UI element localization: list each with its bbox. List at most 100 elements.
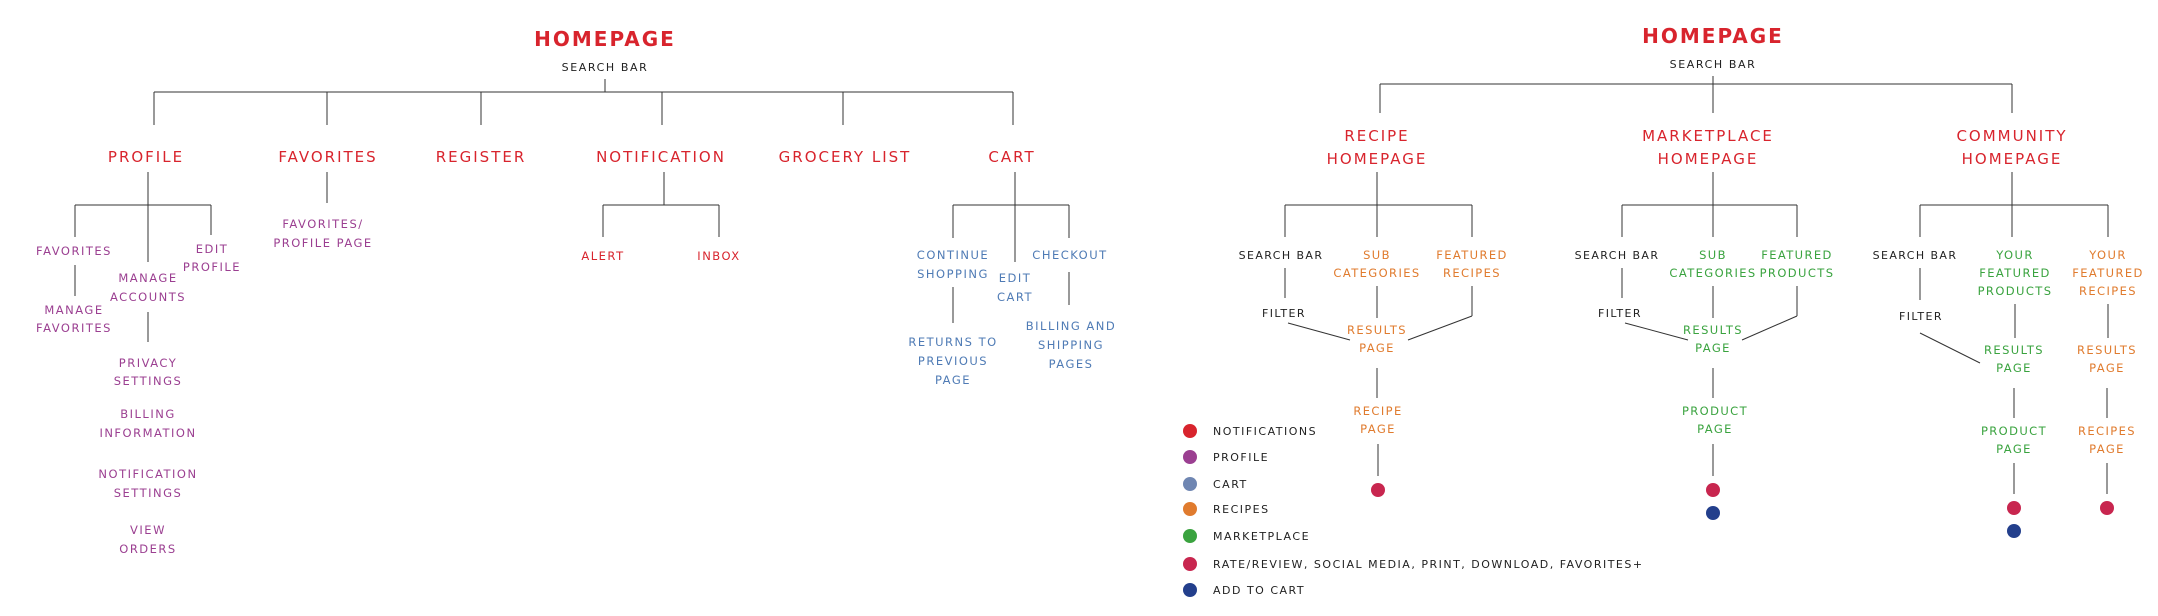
your-featured-products-line2: FEATURED (1979, 266, 2051, 280)
returns-line3: PAGE (935, 373, 971, 387)
recipe-homepage-subtree: RECIPE HOMEPAGE SEARCH BAR SUB CATEGORIE… (1239, 127, 1508, 497)
legend: NOTIFICATIONS PROFILE CART RECIPES MARKE… (1183, 424, 1644, 597)
marketplace-sub-categories-line2: CATEGORIES (1669, 266, 1756, 280)
cart-subtree: CONTINUE SHOPPING EDIT CART CHECKOUT RET… (908, 172, 1116, 387)
recipe-sub-categories-line2: CATEGORIES (1333, 266, 1420, 280)
branch-favorites: FAVORITES (278, 148, 377, 166)
left-subtitle: SEARCH BAR (562, 61, 649, 74)
profile-favorites: FAVORITES (36, 244, 112, 258)
legend-label-profile: PROFILE (1213, 451, 1269, 464)
checkout: CHECKOUT (1032, 248, 1107, 262)
billing-shipping-line3: PAGES (1049, 357, 1094, 371)
marketplace-search-bar: SEARCH BAR (1575, 249, 1660, 262)
community-product-add-to-cart-dot (2007, 524, 2021, 538)
community-results-b-line2: PAGE (2089, 361, 2125, 375)
marketplace-results-line1: RESULTS (1683, 323, 1743, 337)
community-product-page-line1: PRODUCT (1981, 424, 2047, 438)
billing-shipping-line1: BILLING AND (1026, 319, 1116, 333)
legend-dot-add-to-cart (1183, 583, 1197, 597)
alert: ALERT (581, 249, 624, 263)
branch-notification: NOTIFICATION (596, 148, 726, 166)
branch-profile: PROFILE (108, 148, 184, 166)
marketplace-filter: FILTER (1598, 307, 1642, 320)
community-recipes-rate-review-dot (2100, 501, 2114, 515)
marketplace-rate-review-dot (1706, 483, 1720, 497)
edit-profile-line2: PROFILE (183, 260, 241, 274)
community-recipes-page-line1: RECIPES (2078, 424, 2136, 438)
community-recipes-page-line2: PAGE (2089, 442, 2125, 456)
recipe-search-bar: SEARCH BAR (1239, 249, 1324, 262)
manage-favorites-line2: FAVORITES (36, 321, 112, 335)
left-main-connectors (153, 79, 1014, 125)
branch-cart: CART (988, 148, 1035, 166)
your-featured-products-line1: YOUR (1995, 248, 2033, 262)
community-results-b-line1: RESULTS (2077, 343, 2137, 357)
privacy-settings-line1: PRIVACY (119, 356, 177, 370)
manage-accounts-line1: MANAGE (118, 271, 177, 285)
legend-dot-profile (1183, 450, 1197, 464)
marketplace-homepage-subtree: MARKETPLACE HOMEPAGE SEARCH BAR SUB CATE… (1575, 127, 1835, 520)
featured-recipes-line1: FEATURED (1436, 248, 1508, 262)
notification-subtree: ALERT INBOX (581, 172, 740, 263)
legend-label-rate-review: RATE/REVIEW, SOCIAL MEDIA, PRINT, DOWNLO… (1213, 558, 1644, 571)
legend-dot-marketplace (1183, 529, 1197, 543)
product-page-line2: PAGE (1697, 422, 1733, 436)
billing-information-line1: BILLING (120, 407, 176, 421)
recipe-sub-categories-line1: SUB (1363, 248, 1391, 262)
featured-products-line2: PRODUCTS (1760, 266, 1835, 280)
edit-cart-line2: CART (997, 290, 1033, 304)
favorites-page-line2: PROFILE PAGE (273, 236, 372, 250)
legend-label-notifications: NOTIFICATIONS (1213, 425, 1317, 438)
notification-settings-line1: NOTIFICATION (98, 467, 197, 481)
recipe-results-line2: PAGE (1359, 341, 1395, 355)
left-sitemap: HOMEPAGE SEARCH BAR PROFILE FAVORITES RE… (36, 27, 1116, 556)
manage-favorites-line1: MANAGE (44, 303, 103, 317)
favorites-page-line1: FAVORITES/ (282, 217, 363, 231)
recipe-filter: FILTER (1262, 307, 1306, 320)
manage-accounts-line2: ACCOUNTS (110, 290, 186, 304)
branch-grocery-list: GROCERY LIST (779, 148, 912, 166)
legend-dot-cart (1183, 477, 1197, 491)
marketplace-homepage-line2: HOMEPAGE (1658, 150, 1759, 168)
view-orders-line1: VIEW (130, 523, 166, 537)
your-featured-recipes-line1: YOUR (2088, 248, 2126, 262)
favorites-subtree: FAVORITES/ PROFILE PAGE (273, 172, 372, 250)
community-product-rate-review-dot (2007, 501, 2021, 515)
notification-settings-line2: SETTINGS (114, 486, 183, 500)
right-title: HOMEPAGE (1642, 24, 1784, 48)
community-homepage-line1: COMMUNITY (1956, 127, 2067, 145)
community-results-a-line1: RESULTS (1984, 343, 2044, 357)
legend-dot-recipes (1183, 502, 1197, 516)
community-product-page-line2: PAGE (1996, 442, 2032, 456)
recipe-homepage-line2: HOMEPAGE (1327, 150, 1428, 168)
community-search-bar: SEARCH BAR (1873, 249, 1958, 262)
featured-products-line1: FEATURED (1761, 248, 1833, 262)
product-page-line1: PRODUCT (1682, 404, 1748, 418)
billing-information-line2: INFORMATION (99, 426, 196, 440)
recipe-page-line2: PAGE (1360, 422, 1396, 436)
recipe-homepage-line1: RECIPE (1344, 127, 1409, 145)
legend-dot-notifications (1183, 424, 1197, 438)
returns-line2: PREVIOUS (918, 354, 988, 368)
community-filter: FILTER (1899, 310, 1943, 323)
returns-line1: RETURNS TO (908, 335, 997, 349)
recipe-results-line1: RESULTS (1347, 323, 1407, 337)
continue-shopping-line1: CONTINUE (917, 248, 989, 262)
your-featured-recipes-line3: RECIPES (2079, 284, 2137, 298)
profile-subtree: FAVORITES MANAGE FAVORITES MANAGE ACCOUN… (36, 172, 241, 556)
legend-label-add-to-cart: ADD TO CART (1213, 584, 1305, 597)
marketplace-results-line2: PAGE (1695, 341, 1731, 355)
billing-shipping-line2: SHIPPING (1038, 338, 1104, 352)
marketplace-add-to-cart-dot (1706, 506, 1720, 520)
featured-recipes-line2: RECIPES (1443, 266, 1501, 280)
community-results-a-line2: PAGE (1996, 361, 2032, 375)
legend-label-recipes: RECIPES (1213, 503, 1270, 516)
your-featured-products-line3: PRODUCTS (1978, 284, 2053, 298)
inbox: INBOX (697, 249, 740, 263)
legend-label-cart: CART (1213, 478, 1248, 491)
right-main-connectors (1379, 76, 2013, 113)
view-orders-line2: ORDERS (119, 542, 176, 556)
privacy-settings-line2: SETTINGS (114, 374, 183, 388)
